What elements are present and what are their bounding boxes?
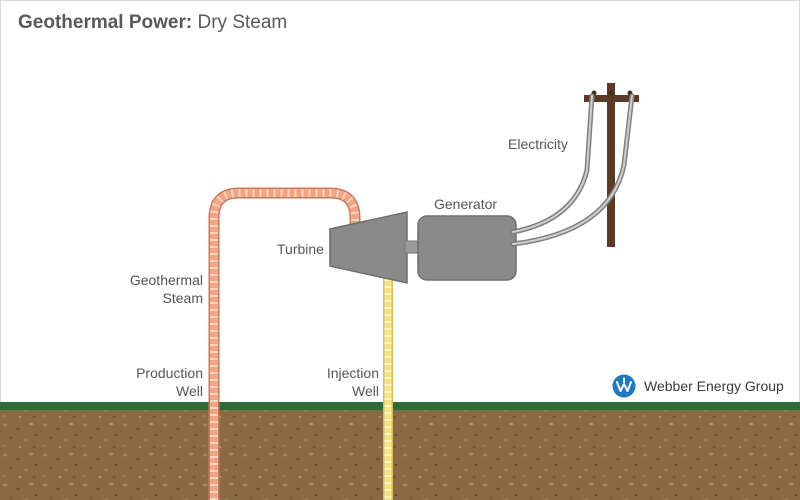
turbine-icon [329, 211, 408, 284]
turbine-label: Turbine [277, 241, 324, 257]
injection-well-label-line2: Well [352, 383, 379, 399]
electricity-cables [510, 93, 635, 247]
brand-name: Webber Energy Group [644, 378, 784, 394]
injection-well-label: Injection Well [290, 364, 379, 400]
production-well-label: Production Well [110, 364, 203, 400]
geothermal-steam-label: Geothermal Steam [110, 271, 203, 307]
generator-icon [417, 215, 517, 281]
title-bold-part: Geothermal Power: [18, 12, 193, 33]
generator-label: Generator [434, 196, 498, 212]
production-well-label-line1: Production [136, 365, 203, 381]
page-title: Geothermal Power: Dry Steam [18, 12, 287, 34]
injection-well-label-line1: Injection [326, 365, 379, 381]
webber-logo-icon [612, 374, 636, 398]
ground-soil [0, 409, 800, 500]
brand-logo-group: Webber Energy Group [612, 373, 784, 399]
injection-water-pipe [383, 270, 393, 500]
geothermal-steam-label-line2: Steam [162, 290, 203, 306]
title-rest-part: Dry Steam [192, 12, 288, 33]
geothermal-steam-label-line1: Geothermal [129, 272, 203, 288]
electricity-label: Electricity [508, 136, 568, 152]
production-well-label-line2: Well [176, 383, 203, 399]
ground-grass-line [0, 402, 800, 410]
production-steam-pipe [208, 187, 361, 500]
